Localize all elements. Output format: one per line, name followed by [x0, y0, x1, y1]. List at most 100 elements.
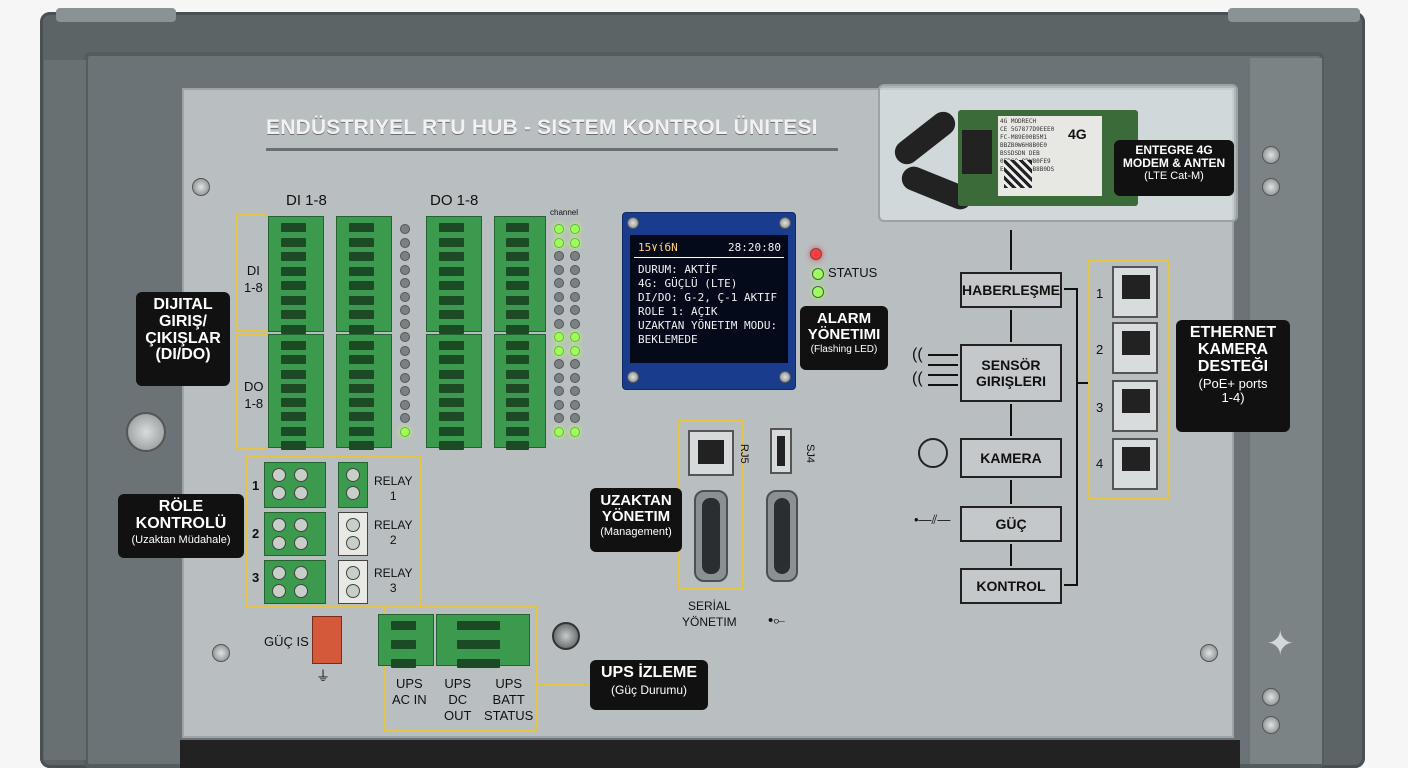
relay-contact-screw-icon[interactable] — [346, 486, 360, 500]
terminal-slot — [280, 237, 306, 247]
channel-led — [554, 413, 564, 423]
usb-label: SJ4 — [804, 444, 816, 463]
status-led-red — [810, 248, 822, 260]
terminal-slot — [438, 310, 464, 320]
ethernet-port-3[interactable] — [1112, 380, 1158, 432]
terminal-slot — [438, 281, 464, 291]
channel-led — [554, 305, 564, 315]
usb-port[interactable] — [770, 428, 792, 474]
ups-dc-batt-terminal[interactable] — [436, 614, 530, 668]
relay-screw-icon[interactable] — [294, 518, 308, 532]
oled-time: 28:20:80 — [728, 241, 781, 254]
status-led-green — [812, 268, 824, 280]
status-label: STATUS — [828, 265, 878, 280]
terminal-slot — [348, 281, 374, 291]
relay-3-terminal[interactable] — [264, 560, 326, 604]
ethernet-port-1[interactable] — [1112, 266, 1158, 318]
relay-screw-icon[interactable] — [272, 518, 286, 532]
management-callout-title: UZAKTAN YÖNETIM — [600, 492, 672, 525]
link-guc-kontrol — [1010, 544, 1012, 566]
oled-mount-screw — [627, 217, 639, 229]
di-terminal-block-a[interactable] — [268, 216, 324, 334]
modem-callout-title: ENTEGRE 4G MODEM & ANTEN — [1122, 143, 1226, 170]
panel-screw — [212, 644, 230, 662]
secondary-db9-port[interactable] — [766, 490, 798, 582]
terminal-slot — [348, 310, 374, 320]
relay-screw-icon[interactable] — [272, 566, 286, 580]
hinge-screw — [1262, 146, 1280, 164]
relay-screw-icon[interactable] — [294, 486, 308, 500]
do-terminal-block-c[interactable] — [426, 216, 482, 334]
oled-line: DURUM: AKTİF — [638, 263, 718, 276]
do-terminal-block-b[interactable] — [336, 334, 392, 450]
do-terminal-block-d[interactable] — [494, 216, 546, 334]
diagram-box-kamera: KAMERA — [960, 438, 1062, 478]
channel-led — [400, 264, 410, 275]
relay-contact-screw-icon[interactable] — [346, 536, 360, 550]
relay-screw-icon[interactable] — [294, 468, 308, 482]
door-latch-knob[interactable] — [126, 412, 166, 452]
terminal-slot — [438, 426, 464, 436]
terminal-slot — [280, 341, 306, 350]
do-terminal-block-a[interactable] — [268, 334, 324, 450]
sensor-input-line — [928, 354, 958, 356]
terminal-slot — [506, 355, 529, 365]
do-terminal-block-f[interactable] — [494, 334, 546, 450]
do-terminal-block-e[interactable] — [426, 334, 482, 450]
panel-title: ENDÜSTRIYEL RTU HUB - SISTEM KONTROL ÜNI… — [266, 116, 818, 139]
terminal-slot — [280, 223, 306, 232]
di-header: DI 1-8 — [286, 192, 327, 209]
relay-label: RELAY 1 — [374, 474, 413, 503]
channel-led — [400, 237, 410, 248]
relay-screw-icon[interactable] — [272, 486, 286, 500]
di-terminal-block-b[interactable] — [336, 216, 392, 334]
channel-led — [400, 413, 410, 423]
ethernet-callout: ETHERNET KAMERA DESTEĞI (PoE+ ports 1-4) — [1176, 320, 1290, 432]
relay-contact-screw-icon[interactable] — [346, 468, 360, 482]
alarm-callout: ALARM YÖNETIMI (Flashing LED) — [800, 306, 888, 370]
relay-screw-icon[interactable] — [294, 584, 308, 598]
relay-number: 1 — [252, 478, 260, 493]
relay-callout-title: RÖLE KONTROLÜ — [135, 498, 227, 532]
relay-screw-icon[interactable] — [294, 536, 308, 550]
di-side-label: DI 1-8 — [244, 263, 263, 295]
terminal-slot — [280, 355, 306, 365]
oled-line: 4G: GÜÇLÜ (LTE) — [638, 277, 738, 290]
rj45-port[interactable] — [688, 430, 734, 476]
dido-callout: DIJITAL GIRIŞ/ ÇIKIŞLAR (DI/DO) — [136, 292, 230, 386]
channel-label: channel — [550, 208, 579, 217]
ethernet-port-4[interactable] — [1112, 438, 1158, 490]
terminal-slot — [348, 266, 374, 276]
relay-callout: RÖLE KONTROLÜ (Uzaktan Müdahale) — [118, 494, 244, 558]
link-haberlesme-sensor — [1010, 310, 1012, 342]
relay-screw-icon[interactable] — [272, 468, 286, 482]
ups-ac-terminal[interactable] — [378, 614, 434, 668]
sparkle-icon: ✦ — [1266, 625, 1295, 663]
channel-led — [554, 372, 564, 383]
relay-screw-icon[interactable] — [272, 584, 286, 598]
terminal-slot — [506, 325, 529, 334]
bottom-cable-gap — [180, 740, 1240, 768]
terminal-slot — [438, 252, 464, 262]
channel-led — [570, 278, 580, 288]
status-led-green — [812, 286, 824, 298]
channel-led — [570, 251, 580, 261]
hinge-screw — [1262, 716, 1280, 734]
relay-2-terminal[interactable] — [264, 512, 326, 556]
power-input-terminal[interactable] — [312, 616, 342, 664]
relay-screw-icon[interactable] — [272, 536, 286, 550]
relay-screw-icon[interactable] — [294, 566, 308, 580]
relay-contact-screw-icon[interactable] — [346, 566, 360, 580]
terminal-slot — [348, 341, 374, 350]
serial-db9-port[interactable] — [694, 490, 728, 582]
relay-contact-screw-icon[interactable] — [346, 518, 360, 532]
diagram-box-guc: GÜÇ — [960, 506, 1062, 542]
terminal-slot — [506, 266, 529, 276]
ethernet-port-group — [1088, 260, 1170, 500]
channel-led — [570, 291, 580, 302]
relay-contact-screw-icon[interactable] — [346, 584, 360, 598]
management-callout-sub: (Management) — [600, 525, 672, 538]
reset-button[interactable] — [552, 622, 580, 650]
ethernet-port-2[interactable] — [1112, 322, 1158, 374]
power-symbol-icon: •—⫽— — [914, 512, 951, 527]
